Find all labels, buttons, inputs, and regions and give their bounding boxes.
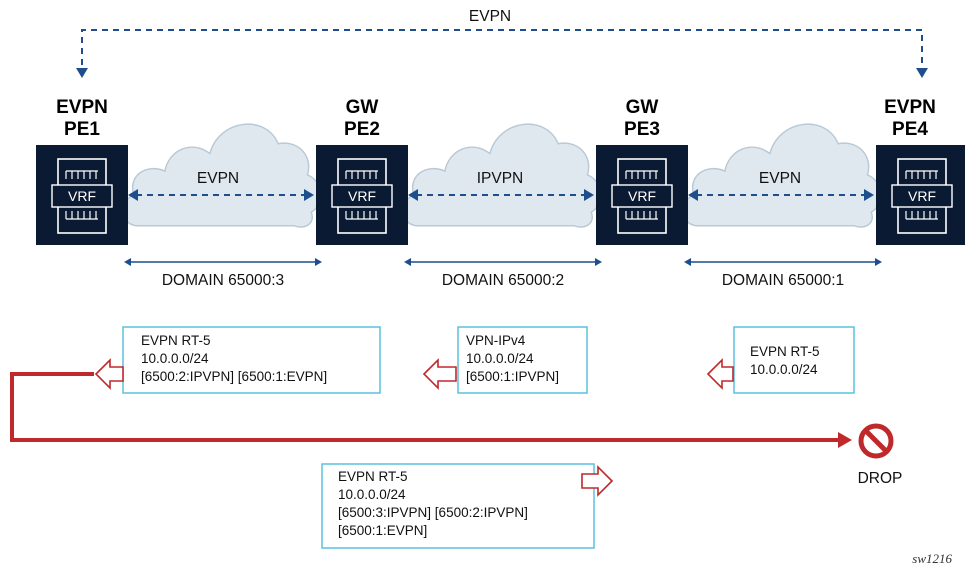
top-link-label: EVPN [469, 8, 511, 25]
svg-text:EVPN RT-5: EVPN RT-5 [141, 333, 211, 348]
node-pe2-line1: GW [346, 97, 379, 118]
figure-id: sw1216 [912, 551, 952, 566]
vrf-label-pe4: VRF [908, 188, 936, 204]
svg-text:10.0.0.0/24: 10.0.0.0/24 [141, 351, 209, 366]
svg-text:[6500:2:IPVPN] [6500:1:EVPN]: [6500:2:IPVPN] [6500:1:EVPN] [141, 369, 327, 384]
svg-text:EVPN RT-5: EVPN RT-5 [750, 344, 820, 359]
svg-text:10.0.0.0/24: 10.0.0.0/24 [750, 362, 818, 377]
route-arrow-right-loop [581, 465, 614, 497]
svg-text:[6500:1:IPVPN]: [6500:1:IPVPN] [466, 369, 559, 384]
route-box-pe3: VPN-IPv4 10.0.0.0/24 [6500:1:IPVPN] [457, 326, 588, 394]
node-pe4-line2: PE4 [892, 119, 928, 140]
domain-label-3: DOMAIN 65000:1 [722, 272, 844, 289]
arrow-down-pe1 [76, 68, 88, 78]
vrf-label-pe1: VRF [68, 188, 96, 204]
route-box-pe4: EVPN RT-5 10.0.0.0/24 [733, 326, 855, 394]
svg-text:EVPN RT-5: EVPN RT-5 [338, 469, 408, 484]
domain-label-1: DOMAIN 65000:3 [162, 272, 284, 289]
route-arrow-left-3 [706, 358, 734, 390]
node-pe1-line2: PE1 [64, 119, 100, 140]
cloud-label-2: IPVPN [477, 170, 524, 187]
node-pe3-line1: GW [626, 97, 659, 118]
cloud-label-1: EVPN [197, 170, 239, 187]
route-arrow-left-2 [422, 358, 457, 390]
loop-arrowhead [838, 432, 852, 448]
svg-text:10.0.0.0/24: 10.0.0.0/24 [466, 351, 534, 366]
node-pe1-line1: EVPN [56, 97, 108, 118]
svg-text:[6500:1:EVPN]: [6500:1:EVPN] [338, 523, 427, 538]
vrf-label-pe3: VRF [628, 188, 656, 204]
route-box-pe2: EVPN RT-5 10.0.0.0/24 [6500:2:IPVPN] [65… [122, 326, 381, 394]
drop-icon [858, 423, 894, 459]
drop-label: DROP [858, 470, 903, 487]
node-pe3-line2: PE3 [624, 119, 660, 140]
vrf-label-pe2: VRF [348, 188, 376, 204]
svg-text:VPN-IPv4: VPN-IPv4 [466, 333, 526, 348]
svg-text:10.0.0.0/24: 10.0.0.0/24 [338, 487, 406, 502]
arrow-down-pe4 [916, 68, 928, 78]
svg-text:[6500:3:IPVPN] [6500:2:IPVPN]: [6500:3:IPVPN] [6500:2:IPVPN] [338, 505, 528, 520]
loop-path [10, 372, 840, 442]
cloud-label-3: EVPN [759, 170, 801, 187]
top-evpn-link: EVPN [76, 8, 928, 78]
route-box-loop: EVPN RT-5 10.0.0.0/24 [6500:3:IPVPN] [65… [321, 463, 595, 549]
node-pe4-line1: EVPN [884, 97, 936, 118]
route-arrow-left-1 [94, 358, 124, 390]
node-pe2-line2: PE2 [344, 119, 380, 140]
domain-label-2: DOMAIN 65000:2 [442, 272, 564, 289]
